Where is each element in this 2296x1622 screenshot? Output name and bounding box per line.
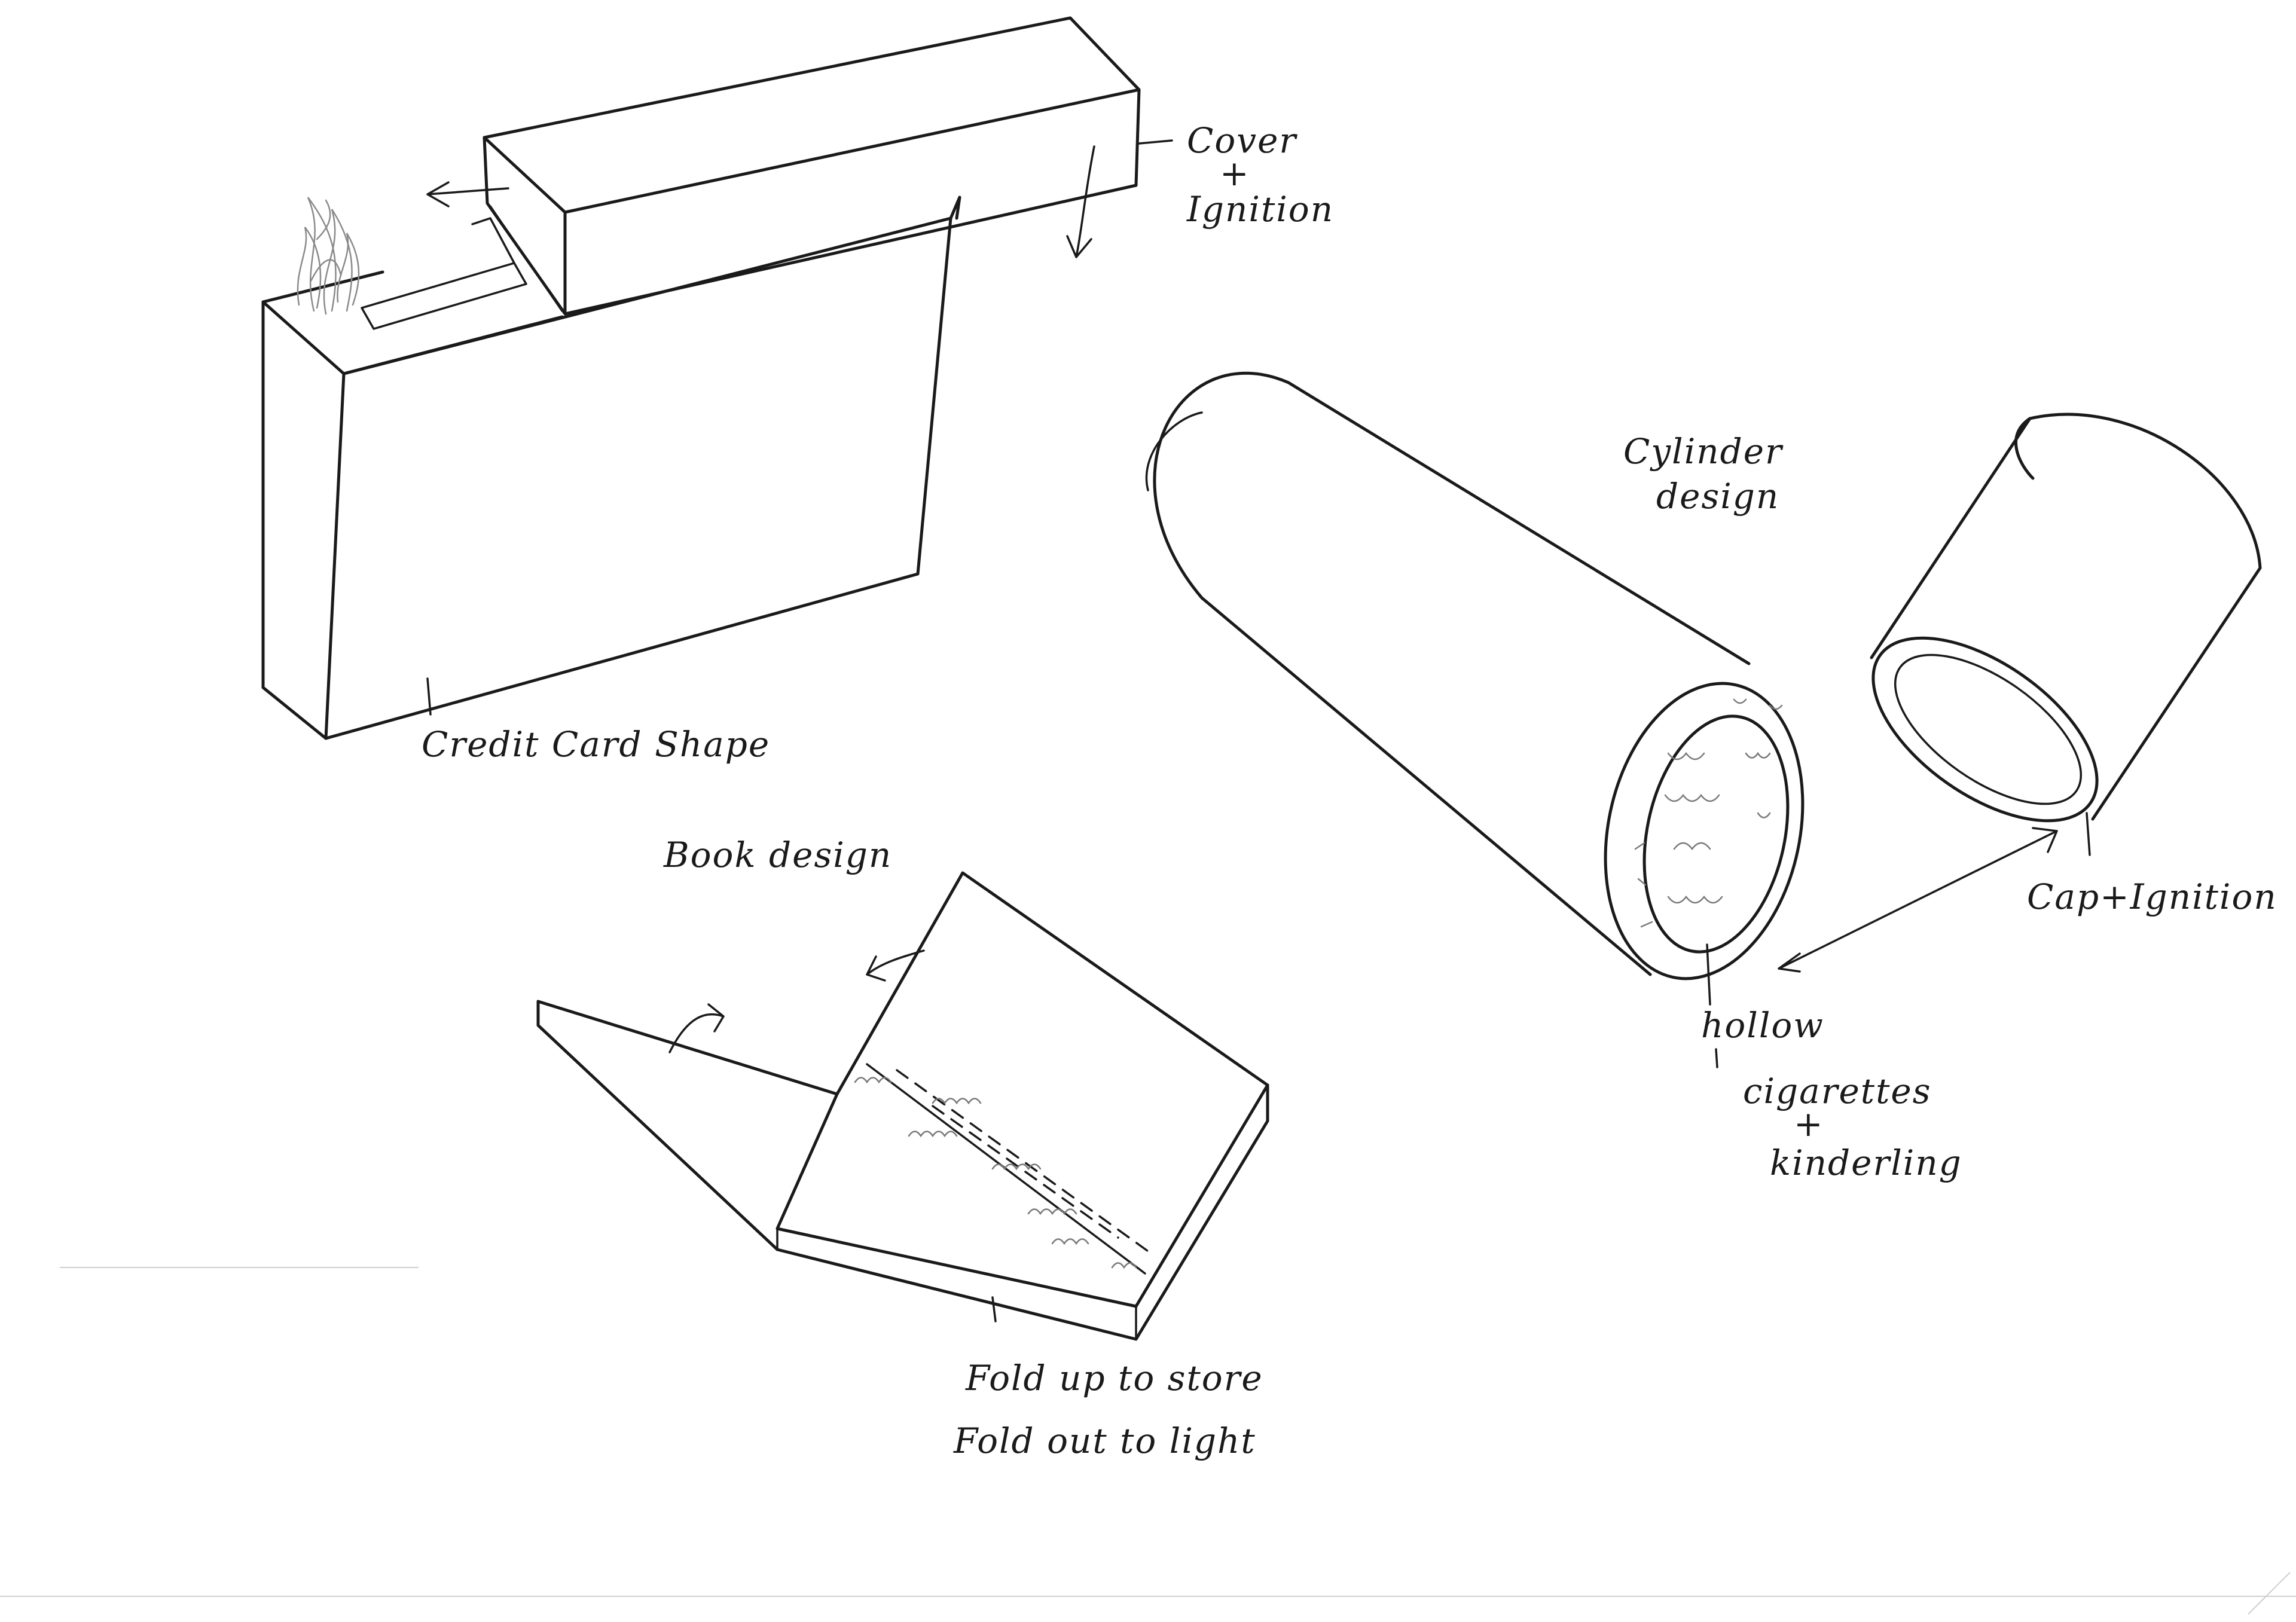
attach-arrow-icon [1778, 827, 2058, 973]
fold-out-arrow-icon [668, 1003, 725, 1053]
cigarettes-label: cigarettes [1743, 1071, 1932, 1111]
cylinder-label: Cylinder [1623, 431, 1784, 472]
hollow-label: hollow [1701, 1005, 1824, 1046]
book-design-label: Book design [663, 835, 892, 875]
book-lighter-sketch [536, 871, 1269, 1341]
credit-card-shape-label: Credit Card Shape [422, 724, 770, 765]
plus-label-2: + [1794, 1104, 1824, 1144]
cylinder-lighter-sketch [1145, 371, 1805, 1006]
cover-label: Cover [1187, 120, 1297, 161]
striker-strip-texture [854, 1077, 1137, 1269]
kinderling-label: kinderling [1770, 1143, 1962, 1183]
plus-label: + [1220, 153, 1250, 194]
cylinder-cap-sketch [1870, 413, 2262, 856]
fold-out-label: Fold out to light [953, 1421, 1256, 1461]
cap-ignition-label: Cap+Ignition [2027, 876, 2277, 917]
fold-down-arrow-icon [1066, 145, 1095, 258]
slide-arrow-icon [426, 181, 509, 207]
fold-up-label: Fold up to store [965, 1358, 1263, 1398]
fold-up-arrow-icon [866, 949, 925, 982]
ignition-label: Ignition [1186, 189, 1334, 230]
credit-card-lighter-sketch [261, 16, 1173, 740]
cigarette-texture [1634, 698, 1783, 928]
design-label: design [1656, 476, 1779, 517]
flame-icon [297, 197, 360, 315]
